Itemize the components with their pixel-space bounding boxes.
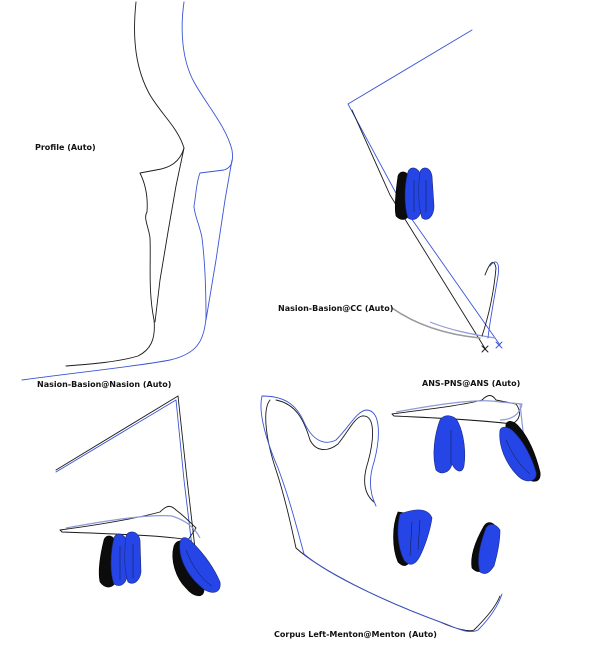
- cc-overlay-ramus: [487, 261, 499, 339]
- profile-overlay-outline: [21, 1, 233, 381]
- cc-incisor-detail: [413, 180, 427, 212]
- cc-overlay-incisor-b: [418, 167, 435, 220]
- corpus-premolar-detail: [409, 519, 421, 557]
- corpus-overlay-mandible: [260, 395, 503, 633]
- ans-pns-label: ANS-PNS@ANS (Auto): [422, 379, 520, 388]
- ans-pns-panel: [391, 395, 541, 482]
- corpus-overlay-molar: [478, 524, 501, 574]
- nasion-original-reference-line: [55, 395, 201, 593]
- nasion-incisor-detail: [119, 544, 134, 580]
- profile-original-outline: [65, 1, 185, 367]
- cc-incisor-group: [394, 167, 435, 220]
- nasion-overlay-palate: [65, 515, 201, 539]
- nasion-posterior-teeth: [172, 537, 221, 597]
- nasion-basion-nasion-panel: [55, 395, 221, 597]
- nasion-overlay-incisor-a: [110, 533, 128, 586]
- ans-overlay-incisor: [433, 415, 466, 474]
- corpus-panel: [260, 395, 503, 633]
- cc-basion-marker: [495, 341, 503, 349]
- ans-overlay-palate: [395, 400, 523, 421]
- ans-overlay-molar: [499, 426, 537, 482]
- nasion-basion-nasion-label: Nasion-Basion@Nasion (Auto): [37, 380, 171, 389]
- ans-molar-detail: [505, 439, 531, 475]
- nasion-basion-cc-panel: [347, 29, 503, 353]
- nasion-molar-detail: [185, 549, 213, 587]
- cc-nasion-marker: [481, 345, 489, 353]
- cc-original-reference-line: [351, 109, 487, 351]
- corpus-overlay-premolar: [397, 509, 433, 565]
- nasion-overlay-reference-line: [55, 399, 197, 581]
- cc-overlay-incisor-a: [404, 167, 422, 220]
- profile-panel: [21, 1, 233, 381]
- corpus-original-mandible: [265, 399, 501, 632]
- profile-original-reference-line: [154, 147, 185, 323]
- cc-original-ramus: [481, 261, 497, 337]
- cc-overlay-reference-line: [347, 29, 501, 346]
- cc-original-mandible: [391, 307, 481, 339]
- corpus-label: Corpus Left-Menton@Menton (Auto): [274, 630, 437, 639]
- nasion-anterior-teeth: [98, 531, 142, 588]
- nasion-basion-cc-label: Nasion-Basion@CC (Auto): [278, 304, 393, 313]
- profile-label: Profile (Auto): [35, 143, 96, 152]
- nasion-overlay-molar: [179, 537, 221, 593]
- nasion-original-palate: [59, 505, 197, 541]
- profile-overlay-reference-line: [205, 159, 233, 321]
